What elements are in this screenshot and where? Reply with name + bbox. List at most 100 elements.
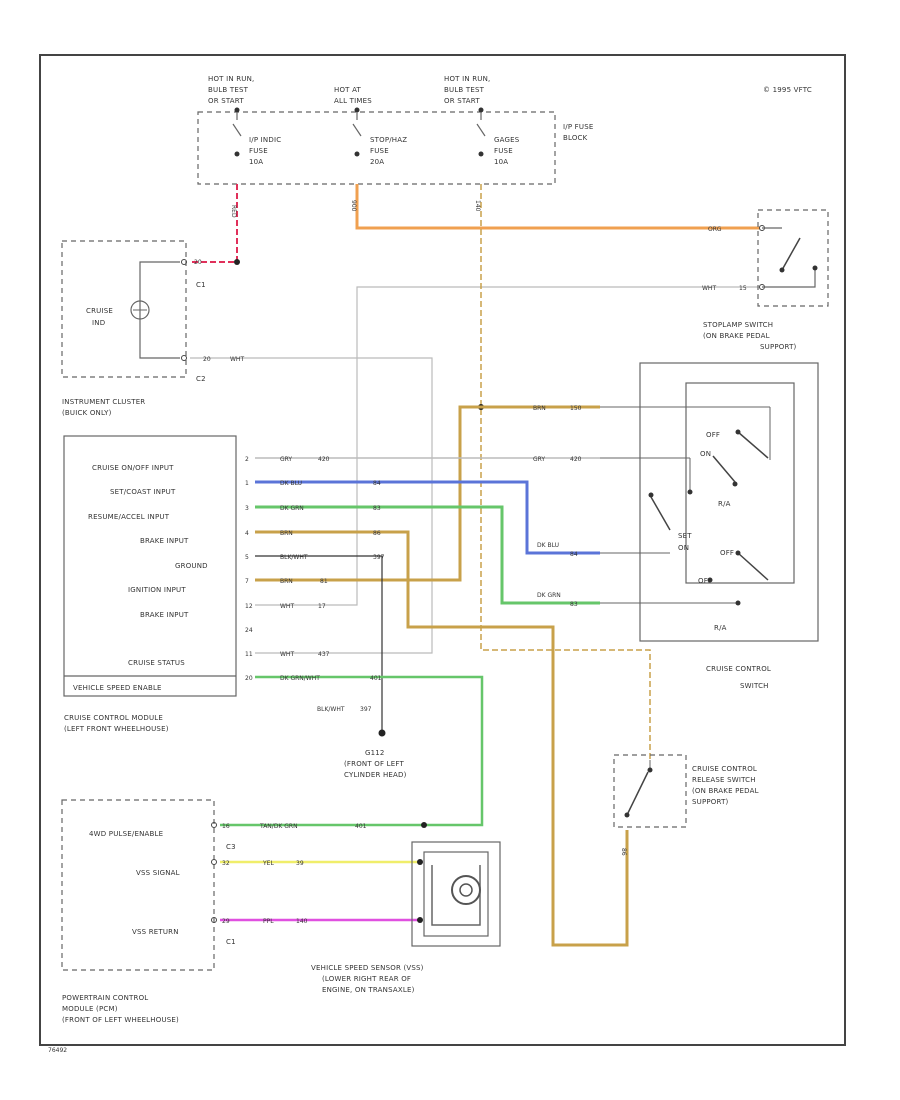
svg-text:BLK/WHT: BLK/WHT <box>280 554 308 561</box>
svg-text:BULB TEST: BULB TEST <box>444 86 485 94</box>
wire-blue-set: DK BLU 84 DK BLU 84 <box>255 480 600 558</box>
svg-text:11: 11 <box>245 651 253 658</box>
svg-text:437: 437 <box>318 651 330 658</box>
svg-text:(LOWER RIGHT REAR OF: (LOWER RIGHT REAR OF <box>322 975 411 983</box>
svg-text:SET/COAST INPUT: SET/COAST INPUT <box>110 488 176 496</box>
svg-text:PPL: PPL <box>263 918 274 925</box>
svg-text:83: 83 <box>373 505 381 512</box>
svg-text:84: 84 <box>570 551 578 558</box>
svg-text:BRN: BRN <box>280 578 293 585</box>
svg-text:10A: 10A <box>249 158 263 166</box>
svg-text:OFF: OFF <box>720 549 734 557</box>
svg-text:20: 20 <box>203 356 211 363</box>
wire-red: RED <box>190 184 240 265</box>
svg-text:SET: SET <box>678 532 692 540</box>
svg-text:20: 20 <box>245 675 253 682</box>
svg-text:R/A: R/A <box>714 624 727 632</box>
svg-text:TAN/DK GRN: TAN/DK GRN <box>259 823 298 830</box>
svg-text:MODULE (PCM): MODULE (PCM) <box>62 1005 118 1013</box>
svg-text:DK GRN: DK GRN <box>537 592 561 599</box>
svg-text:WHT: WHT <box>230 356 244 363</box>
svg-text:OR START: OR START <box>208 97 244 105</box>
svg-text:STOPLAMP SWITCH: STOPLAMP SWITCH <box>703 321 773 329</box>
svg-text:OFF: OFF <box>706 431 720 439</box>
svg-text:20: 20 <box>194 259 202 266</box>
wire-gray-onoff: GRY 420 GRY 420 <box>255 456 600 463</box>
cruise-control-module: CRUISE ON/OFF INPUT SET/COAST INPUT RESU… <box>63 435 253 733</box>
svg-text:BRN: BRN <box>533 405 546 412</box>
instrument-cluster: CRUISE IND 20 C1 C2 INSTRUMENT CLUSTER (… <box>61 240 206 417</box>
svg-text:29: 29 <box>222 918 230 925</box>
svg-text:86: 86 <box>620 848 627 856</box>
svg-text:4WD PULSE/ENABLE: 4WD PULSE/ENABLE <box>89 830 163 838</box>
wire-white-brake: WHT 15 <box>255 285 760 606</box>
wire-tan-switch: BRN 150 <box>255 405 600 582</box>
wire-yellow-vss: YEL 39 <box>220 859 423 867</box>
svg-text:ON: ON <box>678 544 689 552</box>
svg-text:12: 12 <box>245 603 253 610</box>
svg-text:16: 16 <box>222 823 230 830</box>
svg-text:DK BLU: DK BLU <box>537 542 559 549</box>
fuse-block: HOT IN RUN, BULB TEST OR START HOT AT AL… <box>197 75 593 185</box>
svg-text:420: 420 <box>318 456 330 463</box>
wire-ground: BLK/WHT 397 BLK/WHT 397 <box>255 554 386 737</box>
svg-text:(BUICK ONLY): (BUICK ONLY) <box>62 409 112 417</box>
svg-text:(FRONT OF LEFT WHEELHOUSE): (FRONT OF LEFT WHEELHOUSE) <box>62 1016 179 1024</box>
svg-text:G112: G112 <box>365 749 385 757</box>
cruise-indicator-lamp-icon <box>130 300 150 320</box>
stoplamp-switch: STOPLAMP SWITCH (ON BRAKE PEDAL SUPPORT) <box>703 209 829 351</box>
svg-text:SWITCH: SWITCH <box>740 682 769 690</box>
svg-text:VEHICLE SPEED ENABLE: VEHICLE SPEED ENABLE <box>73 684 162 692</box>
svg-text:20A: 20A <box>370 158 384 166</box>
svg-text:DK GRN/WHT: DK GRN/WHT <box>280 675 320 682</box>
svg-text:1: 1 <box>245 480 249 487</box>
svg-text:140: 140 <box>296 918 308 925</box>
svg-text:C2: C2 <box>196 375 206 383</box>
svg-text:HOT IN RUN,: HOT IN RUN, <box>444 75 490 83</box>
wire-tan-release: BRN 86 86 <box>255 530 629 947</box>
svg-text:(LEFT FRONT WHEELHOUSE): (LEFT FRONT WHEELHOUSE) <box>64 725 169 733</box>
svg-text:17: 17 <box>318 603 326 610</box>
release-switch: CRUISE CONTROL RELEASE SWITCH (ON BRAKE … <box>613 754 759 828</box>
svg-text:GROUND: GROUND <box>175 562 208 570</box>
svg-text:HOT AT: HOT AT <box>334 86 362 94</box>
svg-text:VSS SIGNAL: VSS SIGNAL <box>136 869 180 877</box>
svg-text:7: 7 <box>245 578 249 585</box>
svg-text:401: 401 <box>370 675 382 682</box>
svg-text:401: 401 <box>355 823 367 830</box>
svg-text:397: 397 <box>373 554 385 561</box>
svg-text:(FRONT OF LEFT: (FRONT OF LEFT <box>344 760 404 768</box>
svg-text:FUSE: FUSE <box>370 147 389 155</box>
svg-text:(ON BRAKE PEDAL: (ON BRAKE PEDAL <box>692 787 759 795</box>
svg-text:VEHICLE SPEED SENSOR (VSS): VEHICLE SPEED SENSOR (VSS) <box>311 964 424 972</box>
svg-text:397: 397 <box>360 706 372 713</box>
wire-tan-feed: 140 <box>474 184 651 760</box>
svg-text:CRUISE ON/OFF INPUT: CRUISE ON/OFF INPUT <box>92 464 174 472</box>
svg-text:CRUISE CONTROL: CRUISE CONTROL <box>692 765 757 773</box>
svg-text:C1: C1 <box>226 938 236 946</box>
wire-white-cluster: 20 WHT <box>190 356 433 654</box>
svg-text:FUSE: FUSE <box>494 147 513 155</box>
svg-text:2: 2 <box>245 456 249 463</box>
svg-text:CRUISE CONTROL MODULE: CRUISE CONTROL MODULE <box>64 714 163 722</box>
svg-text:140: 140 <box>474 200 481 212</box>
svg-text:84: 84 <box>373 480 381 487</box>
fuse-gages: GAGES FUSE 10A <box>476 107 520 166</box>
wire-green-resume: DK GRN 83 DK GRN 83 <box>255 505 600 608</box>
svg-text:150: 150 <box>570 405 582 412</box>
svg-text:STOP/HAZ: STOP/HAZ <box>370 136 407 144</box>
svg-text:R/A: R/A <box>718 500 731 508</box>
sensor-coil-icon <box>451 875 481 905</box>
svg-text:OFF: OFF <box>698 577 712 585</box>
svg-text:24: 24 <box>245 627 253 634</box>
svg-text:GRY: GRY <box>533 456 545 463</box>
svg-text:ORG: ORG <box>708 226 722 233</box>
copyright-label: © 1995 VFTC <box>763 86 812 94</box>
svg-text:C1: C1 <box>196 281 206 289</box>
svg-text:4: 4 <box>245 530 249 537</box>
wire-green-vse: DK GRN/WHT 401 TAN/DK GRN 401 <box>220 675 484 830</box>
fuse-stop-haz: STOP/HAZ FUSE 20A <box>352 107 407 166</box>
svg-text:ALL TIMES: ALL TIMES <box>334 97 372 105</box>
svg-text:POWERTRAIN CONTROL: POWERTRAIN CONTROL <box>62 994 148 1002</box>
